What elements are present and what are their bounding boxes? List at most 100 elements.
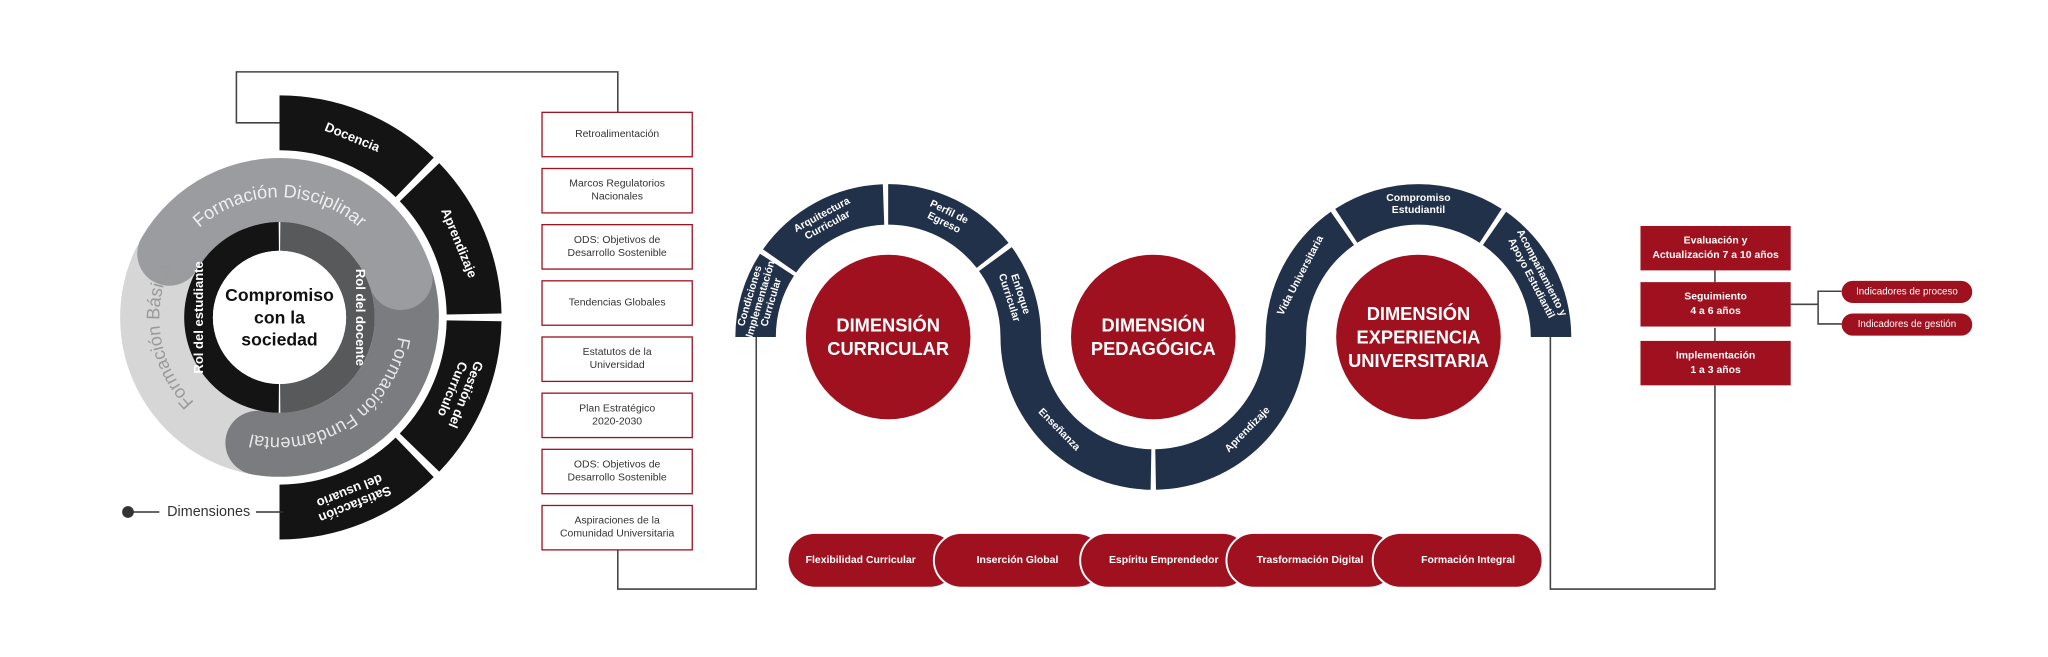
dimensions-wave: CondicionesImplementaciónCurricularArqui…	[735, 184, 1572, 490]
input-box: Retroalimentación	[541, 111, 693, 158]
pillar-label: Espíritu Emprendedor	[1109, 555, 1219, 566]
dimension-title-line: DIMENSIÓN	[1367, 303, 1471, 324]
pillar-espiritu-emprendedor: Espíritu Emprendedor	[1079, 531, 1251, 589]
segment-enfoque-curricular	[979, 247, 1041, 337]
segment-acompanamiento-y-apoyo-estudiantil	[1482, 211, 1572, 337]
input-box-label-line: Marcos Regulatorios	[569, 179, 665, 190]
wheel-segment-aprendizaje	[399, 163, 502, 315]
rol-estudiante-group: Rol del estudiante	[191, 261, 206, 373]
input-box-frame	[541, 336, 693, 383]
phase-label-line: Evaluación y	[1684, 235, 1748, 246]
wheel-segment-gestion-curriculo	[399, 320, 502, 472]
ring-formacion-disciplinar	[137, 158, 433, 311]
input-box-label-line: Estatutos de la	[583, 347, 652, 358]
input-box-label-line: ODS: Objetivos de	[574, 459, 661, 470]
phase-label-line: Seguimiento	[1684, 292, 1747, 303]
input-box-label-line: ODS: Objetivos de	[574, 235, 661, 246]
indicator-label: Indicadores de proceso	[1856, 286, 1958, 297]
phase-box: Seguimiento 4 a 6 años	[1640, 282, 1791, 327]
rol-docente-group: Rol del docente	[353, 269, 368, 366]
phase-box-frame	[1640, 340, 1791, 386]
connector-indicators-bracket	[1817, 290, 1842, 325]
phase-label-line: 1 a 3 años	[1690, 365, 1741, 376]
input-box-label: ODS: Objetivos de Desarrollo Sostenible	[568, 459, 667, 483]
ring-formacion-fundamental	[225, 241, 439, 477]
phase-label: Seguimiento 4 a 6 años	[1684, 292, 1747, 317]
input-box-label-line: Comunidad Universitaria	[560, 529, 674, 540]
input-box-label-line: Retroalimentación	[575, 129, 659, 140]
dimension-circle-1	[805, 254, 971, 420]
input-box-label: Tendencias Globales	[569, 298, 666, 309]
segment-compromiso-estudiantil	[1335, 184, 1502, 243]
indicator-label: Indicadores de gestión	[1858, 319, 1956, 330]
phase-box-frame	[1640, 282, 1791, 327]
segment-condiciones-implementacion-curricular	[735, 253, 794, 337]
pillar-insercion-global: Inserción Global	[932, 531, 1105, 589]
segment-ensenanza	[1000, 336, 1152, 490]
indicator-pill-shape	[1841, 313, 1973, 336]
dimension-circle-3	[1336, 254, 1501, 420]
indicator-pill: Indicadores de gestión	[1841, 313, 1973, 336]
pillar-trasformacion-digital: Trasformación Digital	[1225, 531, 1398, 589]
dimension-title-line: DIMENSIÓN	[1102, 315, 1206, 336]
rol-docente-label: Rol del docente	[353, 269, 368, 366]
input-box-label: Estatutos de la Universidad	[583, 347, 652, 371]
input-box-frame	[541, 392, 693, 439]
inner-ring-rol-docente	[280, 222, 375, 413]
input-box-label-line: Tendencias Globales	[569, 298, 666, 309]
compromiso-estudiantil-label-line: Estudiantil	[1392, 205, 1445, 216]
wheel-segment-docencia	[279, 95, 434, 198]
input-box-label-line: Desarrollo Sostenible	[568, 473, 667, 484]
input-box-label: Retroalimentación	[575, 129, 659, 140]
pillar-formacion-integral: Formación Integral	[1371, 531, 1544, 589]
input-box-frame	[541, 280, 693, 326]
wheel-center	[212, 250, 347, 385]
pillars-bar: Flexibilidad Curricular Inserción Global E…	[786, 531, 1544, 589]
input-box: Tendencias Globales	[541, 280, 693, 326]
phase-box-frame	[1640, 225, 1791, 271]
indicator-pill: Indicadores de proceso	[1841, 280, 1973, 304]
connector-experiencia-to-phases	[1549, 320, 1716, 590]
connector-wheel-to-inputs	[235, 71, 619, 124]
connector-inputs-to-curricular	[617, 320, 758, 590]
input-box-label-line: Nacionales	[591, 192, 643, 203]
legend-dimensiones: Dimensiones	[167, 504, 250, 520]
phase-label-line: 4 a 6 años	[1690, 306, 1741, 317]
wheel-segment-satisfaccion-usuario	[279, 437, 434, 540]
input-box-label-line: Universidad	[590, 360, 645, 371]
input-box-frame	[541, 504, 693, 551]
input-box-frame	[541, 167, 693, 214]
compromiso-estudiantil-label-line: Compromiso	[1386, 193, 1450, 204]
dimension-circle-2	[1071, 254, 1236, 420]
pillar-flexibilidad-curricular: Flexibilidad Curricular	[786, 531, 959, 589]
indicator-pill-shape	[1841, 280, 1973, 304]
rol-estudiante-label: Rol del estudiante	[191, 261, 206, 373]
center-compromiso-line: sociedad	[241, 330, 317, 350]
pillar-label: Flexibilidad Curricular	[806, 555, 916, 566]
input-box: Estatutos de la Universidad	[541, 336, 693, 383]
segment-arquitectura-curricular	[762, 184, 885, 273]
segment-perfil-de-egreso	[888, 184, 1009, 268]
inner-ring-rol-estudiante	[184, 222, 279, 413]
dimension-title-line: PEDAGÓGICA	[1091, 338, 1216, 359]
dimension-title-line: DIMENSIÓN	[836, 315, 940, 336]
input-box-label-line: Plan Estratégico	[579, 403, 655, 414]
connector-lines	[235, 71, 1842, 590]
